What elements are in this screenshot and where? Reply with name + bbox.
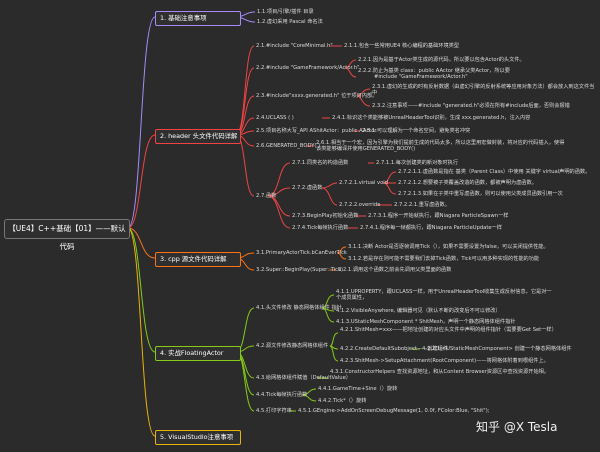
watermark: 知乎 @X Tesla [476,420,558,434]
node-2-1-1: 2.1.1.包含一些常用UE4 核心编程的基础环境类型 [344,43,460,49]
connector-b2 [127,134,156,229]
node-2-7-4-1: 2.7.4.1.程序每一帧都执行，跟Niagara ParticleUpdate… [360,225,502,231]
node-4-3: 4.3.给网格体组件赋值（DefaultValue） [256,375,351,381]
node-4-5: 4.5.打印字符串 [256,408,292,414]
branch-floating-actor[interactable]: 4. 实战FloatingActor [155,346,241,361]
node-2-7-2-2-1: 2.7.2.2.1.重写虚函数。 [394,202,450,208]
node-3-2-1: 3.2.1.调用这个函数之前会先调用父类里面的函数 [338,267,452,273]
node-4-4: 4.4.Tick每帧执行函数 [256,392,308,398]
node-2-3: 2.3.#include"xxxx.generated.h" 位于项目内部。 [256,93,378,99]
node-2-7-2-1-1: 2.7.2.1.1.虚函数是指在 基类（Parent Class）中使用 关键字… [398,169,591,175]
node-2-7-3: 2.7.3.BeginPlay初始化函数 [292,213,359,219]
node-2-7-2-1: 2.7.2.1.virtual void [339,180,389,186]
connector-b4 [127,227,156,353]
node-4-5-1: 4.5.1.GEngine->AddOnScreenDebugMessage(1… [298,408,490,414]
node-4-4-2: 4.4.2.Tick*（）旋转 [318,398,367,404]
node-2-7-2-1-3: 2.7.2.1.3.如果在子类中重写虚函数，则可以使用父类成员函数引用一次 [398,191,563,197]
node-2-4-1: 2.4.1.标识这个类能够被UnrealHeaderTool识别，生成 xxx.… [332,115,531,121]
root-node[interactable]: 【UE4】C++基础【01】——默认代码 [4,219,130,251]
node-4-1-3: 4.1.3.UStaticMeshComponent * ShitMesh，声明… [336,319,516,325]
node-4-1-1: 4.1.1.UPROPERTY，跟UCLASS一样，用于UnrealHeader… [336,289,552,301]
node-2-4: 2.4.UCLASS ( ) [256,115,294,121]
node-2-7-2: 2.7.2.虚函数 [292,185,323,191]
node-3-1-1: 3.1.1.决断 Actor是否逐帧调用Tick（），如果不需要设置为false… [348,244,549,250]
connector-b3 [127,227,156,259]
node-4-4-1: 4.4.1.GameTime+Sine（）旋转 [318,386,398,392]
node-2-7: 2.7.函数 [256,193,277,199]
node-4-3-1: 4.3.1.ConstructorHelpers 查找资源地址，和从Conten… [330,369,550,375]
node-4-2: 4.2.源文件修改静态网格体组件 [256,343,329,349]
node-2-2: 2.2.#include "GameFramework/Actor.h" [256,65,360,71]
node-2-7-4: 2.7.4.Tick每帧执行函数 [292,225,349,231]
node-2-7-1: 2.7.1.同类名的构造函数 [292,160,349,166]
branch-header[interactable]: 2. header 头文件代码详解 [155,129,241,144]
node-2-7-2-1-2: 2.7.2.1.2.想要被子类覆盖改造的函数，都被声明为虚函数。 [398,180,537,186]
node-2-3-1: 2.3.1.虚幻的生成的时有反射数据（由虚幻引擎的反射系统等应用对象方法）都会放… [372,84,595,96]
node-2-7-2-2: 2.7.2.2.override [339,202,381,208]
node-1-2: 1.2.虚幻采用 Pascal 命名法 [257,19,323,25]
node-4-1: 4.1.头文件修改 静态网格体组件 指针 [256,305,342,311]
node-2-5: 2.5.项目名称大写_API AShitActor：public AActor [256,128,377,134]
branch-basics[interactable]: 1. 基础注意事项 [155,11,241,26]
node-2-7-3-1: 2.7.3.1.程序一开始就执行，跟Niagara ParticleSpawn一… [368,213,509,219]
branch-visualstudio[interactable]: 5. VisualStudio注意事项 [155,430,241,445]
branch-cpp[interactable]: 3. cpp 源文件代码详解 [155,252,241,267]
node-4-2-2-1: 4.2.2.1.<UStaticMeshComponent> 创建一个静态网格体… [422,346,572,352]
node-2-7-1-1: 2.7.1.1.每次创建类的新对象时执行 [376,160,459,166]
node-2-5-1: 2.5.1.可以理解为一个命名空间，避免类名冲突 [362,128,471,134]
node-2-2-2: 2.2.2.防止为基类 class：public AActor 继承父类Acto… [358,68,510,74]
node-3-1: 3.1.PrimaryActorTick.bCanEverTick [256,250,347,256]
node-4-2-2: 4.2.2.CreateDefaultSubobject——创建组件 [340,346,449,352]
node-3-1-2: 3.1.2.若是存在则可能不需要我们去掉Tick函数，Tick可以用多种实现的性… [348,256,540,262]
node-4-1-2: 4.1.2.VisibleAnywhere, 编辑器可见（默认不断的改变后不可以… [336,308,501,314]
node-1-1: 1.1.项目/引擎/插件 目录 [257,9,314,15]
node-2-3-2: 2.3.2.注意事项——#include "generated.h"必须在所有#… [372,103,570,109]
connector-b5 [127,227,156,437]
node-2-6: 2.6.GENERATED_BODY( ) [256,143,321,149]
node-3-2: 3.2.Super::BeginPlay(Super::Tick) [256,267,344,273]
connector-b1 [127,16,156,229]
node-4-2-3: 4.2.3.ShitMesh->SetupAttachment(RootComp… [340,358,549,364]
node-2-2-1: 2.2.1.因为是基于Actor类生成的源代码，所以要以包含Actor的头文件。 [358,57,525,63]
node-2-6-1: 2.6.1.相当于一个宏，因为引擎为我们提前生成的代码太多，所以这里用宏做封装，… [316,140,565,152]
node-2-2-2-b: #include "GameFramework/Actor.h" [374,74,468,80]
node-4-2-1: 4.2.1.ShitMesh=xxx——把地址创建的对应头文件中声明的组件指针（… [340,327,557,333]
node-2-1: 2.1.#include "CoreMinimal.h" [256,43,333,49]
